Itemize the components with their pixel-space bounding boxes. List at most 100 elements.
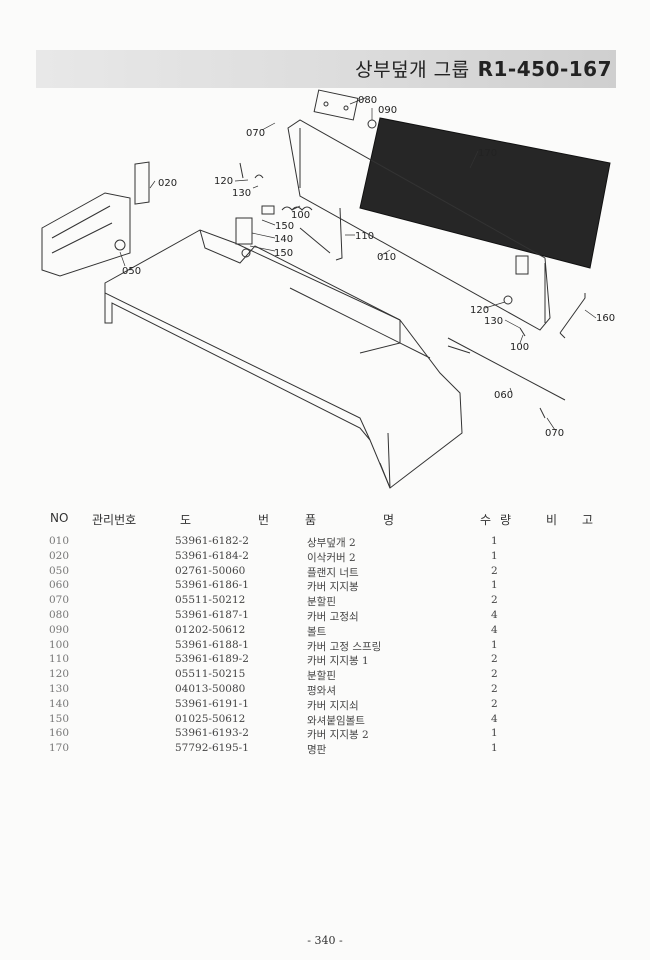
- quantity: 1: [491, 742, 498, 755]
- part-no: 170: [49, 742, 70, 755]
- part-no: 130: [49, 682, 70, 695]
- bracket-020: [134, 161, 150, 205]
- part-number: 05511-50212: [175, 594, 246, 607]
- part-no: 080: [49, 608, 70, 621]
- callout-label: 140: [274, 234, 293, 245]
- left-side-panel: [41, 192, 131, 277]
- header-qty-1: 수: [480, 513, 492, 527]
- part-number: 53961-6184-2: [175, 549, 249, 562]
- support-rod-110: [335, 207, 343, 261]
- part-number: 01202-50612: [175, 623, 246, 636]
- part-number: 01025-50612: [175, 712, 246, 725]
- title-code: R1-450-167: [477, 57, 612, 81]
- part-name: 분할핀: [307, 670, 336, 683]
- spring-100: [281, 206, 313, 211]
- callout-label: 080: [358, 95, 377, 106]
- part-name: 카버 지지봉: [307, 581, 359, 594]
- page-title: 상부덮개 그룹 R1-450-167: [355, 55, 612, 82]
- table-row: 050 02761-50060 플랜지 너트 2: [0, 565, 650, 580]
- part-name: 명판: [307, 744, 327, 757]
- rod-060: [447, 337, 566, 401]
- callout-label: 170: [478, 148, 497, 159]
- quantity: 2: [491, 564, 498, 577]
- part-name: 카버 지지쇠: [307, 699, 359, 712]
- part-no: 050: [49, 564, 70, 577]
- callout-label: 110: [355, 231, 374, 242]
- part-no: 100: [49, 638, 70, 651]
- part-name: 카버 고정쇠: [307, 610, 359, 623]
- page-number: - 340 -: [307, 934, 343, 947]
- part-no: 110: [49, 653, 70, 666]
- quantity: 2: [491, 682, 498, 695]
- part-name: 카버 지지봉 2: [307, 729, 369, 742]
- callout-label: 060: [494, 390, 513, 401]
- callout-label: 020: [158, 178, 177, 189]
- callout-label: 050: [122, 266, 141, 277]
- quantity: 1: [491, 579, 498, 592]
- part-number: 04013-50080: [175, 682, 246, 695]
- part-number: 53961-6188-1: [175, 638, 249, 651]
- part-no: 120: [49, 668, 70, 681]
- callout-label: 130: [232, 188, 251, 199]
- quantity: 4: [491, 608, 498, 621]
- part-number: 53961-6182-2: [175, 535, 249, 547]
- part-no: 160: [49, 727, 70, 740]
- callout-label: 130: [484, 316, 503, 327]
- callout-label: 010: [377, 252, 396, 263]
- part-name: 카버 지지봉 1: [307, 655, 369, 668]
- part-name: 평와셔: [307, 684, 336, 697]
- quantity: 4: [491, 712, 498, 725]
- part-no: 140: [49, 697, 70, 710]
- header-remark-1: 비: [546, 513, 558, 527]
- quantity: 2: [491, 668, 498, 681]
- part-number: 53961-6186-1: [175, 579, 249, 592]
- callout-label: 160: [596, 313, 615, 324]
- table-row: 070 05511-50212 분할핀 2: [0, 594, 650, 609]
- title-korean: 상부덮개 그룹: [355, 59, 470, 81]
- part-no: 060: [49, 579, 70, 592]
- part-number: 53961-6187-1: [175, 608, 249, 621]
- callout-label: 070: [246, 128, 265, 139]
- part-number: 53961-6191-1: [175, 697, 249, 710]
- header-management-number: 관리번호: [92, 513, 137, 527]
- part-number: 53961-6189-2: [175, 653, 249, 666]
- header-band: [36, 50, 616, 88]
- part-no: 010: [49, 535, 70, 547]
- part-number: 02761-50060: [175, 564, 246, 577]
- part-name: 분할핀: [307, 596, 336, 609]
- part-no: 090: [49, 623, 70, 636]
- rod-160: [559, 293, 586, 339]
- part-name: 이삭커버 2: [307, 551, 356, 564]
- part-name: 상부덮개 2: [307, 537, 356, 549]
- header-item-1: 품: [305, 513, 317, 527]
- quantity: 4: [491, 623, 498, 636]
- quantity: 2: [491, 594, 498, 607]
- callout-label: 070: [545, 428, 564, 439]
- callout-label: 100: [510, 342, 529, 353]
- header-remark-2: 고: [582, 513, 594, 527]
- header-qty-2: 량: [500, 513, 512, 527]
- header-no: NO: [50, 511, 69, 525]
- header-item-2: 명: [383, 513, 395, 527]
- part-no: 070: [49, 594, 70, 607]
- exploded-parts-diagram: 080 090 070 170 020 120 130 100 150 140 …: [41, 89, 615, 489]
- part-no: 020: [49, 549, 70, 562]
- part-number: 53961-6193-2: [175, 727, 249, 740]
- callout-label: 120: [214, 176, 233, 187]
- part-name: 플랜지 너트: [307, 566, 359, 579]
- table-row: 060 53961-6186-1 카버 지지봉 1: [0, 579, 650, 594]
- table-row: 130 04013-50080 평와셔 2: [0, 683, 650, 698]
- callout-label: 090: [378, 105, 397, 116]
- callout-label: 120: [470, 305, 489, 316]
- callout-label: 100: [291, 210, 310, 221]
- parts-table-body: 010 53961-6182-2 상부덮개 2 1 020 53961-6184-2 이삭커…: [0, 535, 650, 757]
- callout-label: 150: [274, 248, 293, 259]
